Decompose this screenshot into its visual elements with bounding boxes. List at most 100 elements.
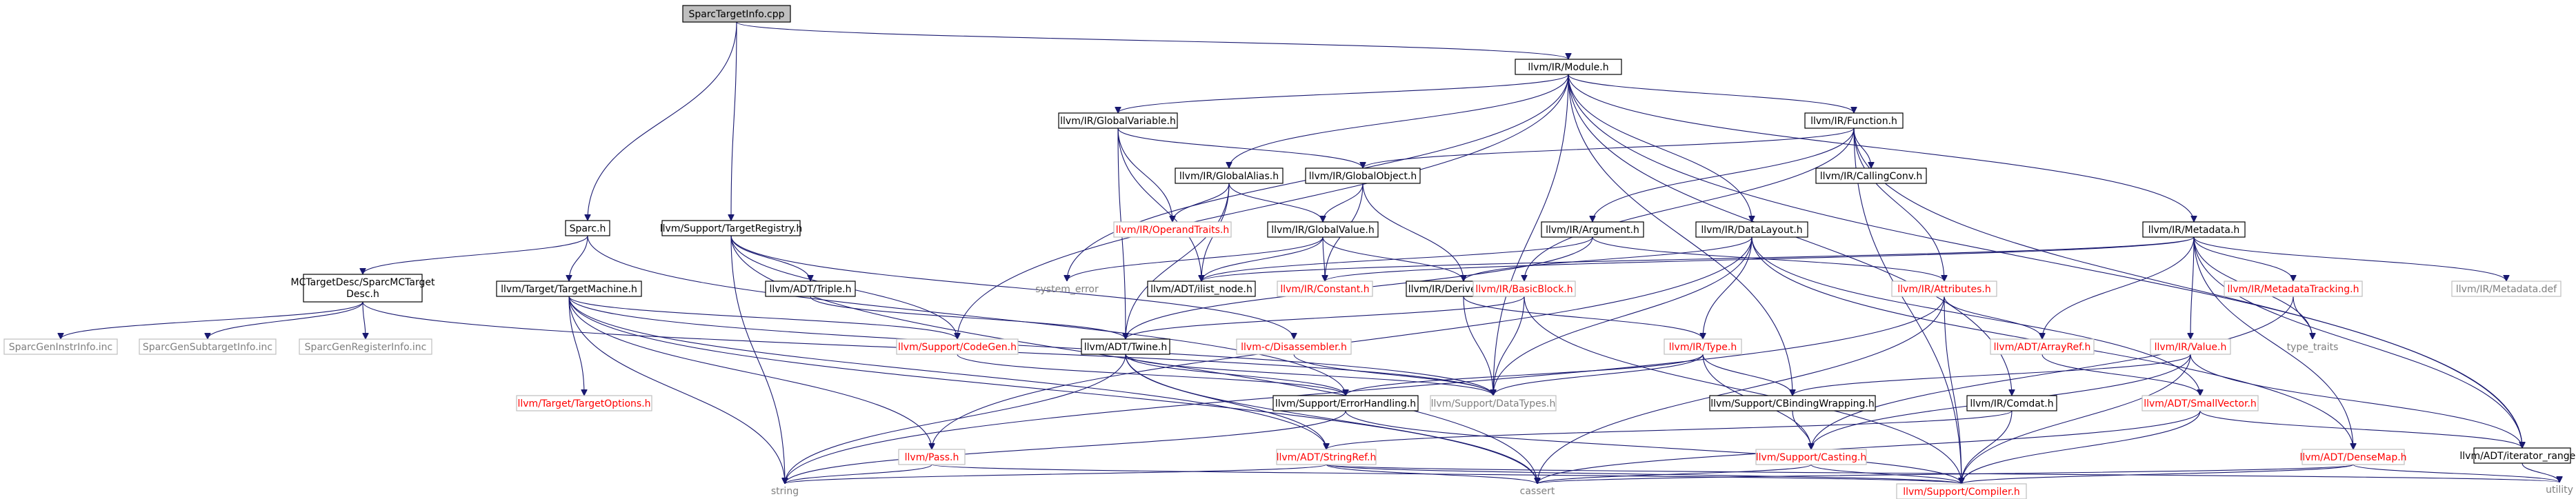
node-stringref[interactable]: llvm/ADT/StringRef.h xyxy=(1276,449,1377,465)
node-label: llvm/ADT/SmallVector.h xyxy=(2144,398,2257,409)
edge-globalvariable-to-ilistnode xyxy=(1117,128,1201,281)
node-globalvariable[interactable]: llvm/IR/GlobalVariable.h xyxy=(1058,112,1178,129)
edge-targetmachine-to-codegen xyxy=(568,296,957,340)
node-value[interactable]: llvm/IR/Value.h xyxy=(2150,338,2231,355)
node-metadata[interactable]: llvm/IR/Metadata.h xyxy=(2142,221,2246,238)
node-metadatadef[interactable]: llvm/IR/Metadata.def xyxy=(2451,281,2562,297)
node-label: llvm/IR/GlobalVariable.h xyxy=(1060,116,1176,127)
node-compiler[interactable]: llvm/Support/Compiler.h xyxy=(1896,483,2027,499)
edge-module-to-cbindingwrapping xyxy=(1568,74,1793,396)
edge-mctargetdesc-to-sparcgeninstrinfo xyxy=(61,301,363,340)
node-box xyxy=(1664,338,1742,355)
node-label: llvm-c/Disassembler.h xyxy=(1241,342,1347,353)
edge-datalayout-to-derivedtypes xyxy=(1464,236,1753,282)
edge-codegen-to-errorhandling xyxy=(957,354,1346,396)
node-triple[interactable]: llvm/ADT/Triple.h xyxy=(765,281,856,297)
edge-globalvariable-to-operandtraits xyxy=(1117,128,1172,222)
edge-argument-to-ilistnode xyxy=(1201,236,1593,282)
node-errorhandling[interactable]: llvm/Support/ErrorHandling.h xyxy=(1272,395,1419,411)
node-type[interactable]: llvm/IR/Type.h xyxy=(1664,338,1742,355)
edge-densemap-to-cassert xyxy=(1537,464,2354,485)
edge-globalvalue-to-systemerror xyxy=(1067,236,1324,282)
node-box xyxy=(1113,221,1232,238)
node-datatypes[interactable]: llvm/Support/DataTypes.h xyxy=(1430,395,1557,411)
node-targetregistry[interactable]: llvm/Support/TargetRegistry.h xyxy=(660,220,802,236)
node-module[interactable]: llvm/IR/Module.h xyxy=(1515,59,1622,75)
node-targetoptions[interactable]: llvm/Target/TargetOptions.h xyxy=(516,395,652,411)
node-box xyxy=(1175,167,1284,184)
node-box xyxy=(139,338,277,355)
node-globalalias[interactable]: llvm/IR/GlobalAlias.h xyxy=(1175,167,1284,184)
node-layer: SparcTargetInfo.cpp llvm/IR/Module.hSparc… xyxy=(3,5,2576,499)
edge-metadata-to-densemap xyxy=(2193,236,2353,449)
node-callingconv[interactable]: llvm/IR/CallingConv.h xyxy=(1815,167,1927,184)
edge-comdat-to-stringref xyxy=(1326,410,2013,450)
edge-module-to-datatypes xyxy=(1493,74,1569,396)
node-pass[interactable]: llvm/Pass.h xyxy=(898,449,966,465)
edge-twine-to-stringref xyxy=(1125,354,1326,449)
node-box xyxy=(1990,338,2095,355)
node-label: system_error xyxy=(1035,284,1099,295)
edge-targetregistry-to-triple xyxy=(730,235,810,282)
node-attributes[interactable]: llvm/IR/Attributes.h xyxy=(1891,281,1997,297)
edge-globalalias-to-operandtraits xyxy=(1172,183,1230,223)
node-label: llvm/Support/CodeGen.h xyxy=(898,342,1017,353)
edge-globalalias-to-globalvalue xyxy=(1228,183,1323,223)
node-globalobject[interactable]: llvm/IR/GlobalObject.h xyxy=(1305,167,1421,184)
node-twine[interactable]: llvm/ADT/Twine.h xyxy=(1081,338,1170,355)
edge-cbindingwrapping-to-casting xyxy=(1792,410,1811,449)
edge-targetregistry-to-disassembler xyxy=(730,235,1294,339)
node-box xyxy=(1966,395,2057,411)
node-globalvalue[interactable]: llvm/IR/GlobalValue.h xyxy=(1267,221,1379,238)
node-label: llvm/IR/Comdat.h xyxy=(1970,398,2053,409)
edge-sparc-to-mctargetdesc xyxy=(363,235,588,275)
node-sparc[interactable]: Sparc.h xyxy=(565,220,610,236)
node-label: llvm/IR/Value.h xyxy=(2155,342,2227,353)
node-targetmachine[interactable]: llvm/Target/TargetMachine.h xyxy=(496,281,642,297)
node-label: llvm/IR/Metadata.def xyxy=(2456,284,2557,295)
node-ilistnode[interactable]: llvm/ADT/ilist_node.h xyxy=(1147,281,1256,297)
node-box xyxy=(1081,338,1170,355)
node-function[interactable]: llvm/IR/Function.h xyxy=(1804,112,1904,129)
node-arrayref[interactable]: llvm/ADT/ArrayRef.h xyxy=(1990,338,2095,355)
node-disassembler[interactable]: llvm-c/Disassembler.h xyxy=(1236,338,1352,355)
edge-targetmachine-to-datatypes xyxy=(568,296,1493,396)
edge-globalvariable-to-globalobject xyxy=(1117,128,1363,169)
edge-metadata-to-value xyxy=(2190,236,2195,339)
node-basicblock[interactable]: llvm/IR/BasicBlock.h xyxy=(1472,281,1576,297)
node-box xyxy=(1058,112,1178,129)
node-comdat[interactable]: llvm/IR/Comdat.h xyxy=(1966,395,2057,411)
node-constant[interactable]: llvm/IR/Constant.h xyxy=(1277,281,1373,297)
edge-function-to-iteratorrange xyxy=(1853,128,2522,448)
node-casting[interactable]: llvm/Support/Casting.h xyxy=(1755,449,1867,465)
node-sparcgenregisterinfo[interactable]: SparcGenRegisterInfo.inc xyxy=(299,338,432,355)
node-densemap[interactable]: llvm/ADT/DenseMap.h xyxy=(2299,449,2407,465)
edge-type-to-errorhandling xyxy=(1346,354,1704,396)
node-label: llvm/IR/MetadataTracking.h xyxy=(2228,284,2359,295)
node-box xyxy=(1267,221,1379,238)
node-sparctargetinfo[interactable]: SparcTargetInfo.cpp xyxy=(682,5,791,23)
edge-stringref-to-string xyxy=(785,464,1327,485)
node-box xyxy=(2451,281,2562,297)
node-iteratorrange[interactable]: llvm/ADT/iterator_range.h xyxy=(2459,447,2576,464)
edge-function-to-basicblock xyxy=(1524,128,1855,281)
edge-densemap-to-compiler xyxy=(1961,464,2354,485)
node-datalayout[interactable]: llvm/IR/DataLayout.h xyxy=(1695,221,1808,238)
edge-derivedtypes-to-type xyxy=(1463,296,1703,340)
edge-module-to-globalalias xyxy=(1229,74,1569,168)
node-argument[interactable]: llvm/IR/Argument.h xyxy=(1541,221,1644,238)
node-label: llvm/ADT/StringRef.h xyxy=(1277,452,1377,463)
node-sparcgensubtargetinfo[interactable]: SparcGenSubtargetInfo.inc xyxy=(139,338,277,355)
node-smallvector[interactable]: llvm/ADT/SmallVector.h xyxy=(2141,395,2259,411)
node-codegen[interactable]: llvm/Support/CodeGen.h xyxy=(896,338,1019,355)
node-label: llvm/IR/GlobalAlias.h xyxy=(1179,171,1279,182)
node-label: llvm/IR/BasicBlock.h xyxy=(1475,284,1572,295)
node-operandtraits[interactable]: llvm/IR/OperandTraits.h xyxy=(1113,221,1232,238)
node-metadatatracking[interactable]: llvm/IR/MetadataTracking.h xyxy=(2224,281,2363,297)
node-label: llvm/ADT/ilist_node.h xyxy=(1150,284,1252,295)
node-sparcgeninstrinfo[interactable]: SparcGenInstrInfo.inc xyxy=(3,338,118,355)
node-cbindingwrapping[interactable]: llvm/Support/CBindingWrapping.h xyxy=(1709,395,1876,411)
node-label: llvm/ADT/DenseMap.h xyxy=(2299,452,2406,463)
node-label: SparcGenSubtargetInfo.inc xyxy=(143,342,272,353)
